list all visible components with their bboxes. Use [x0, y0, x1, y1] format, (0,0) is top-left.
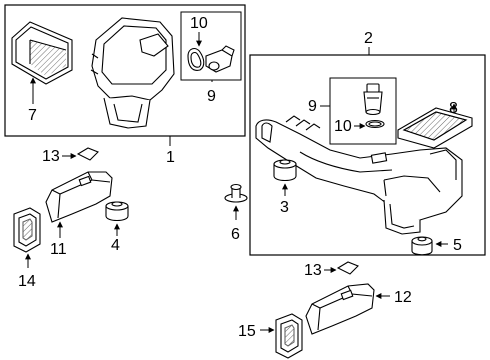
callout-12: 12: [394, 289, 412, 306]
part-10-seal-ring-lower: [365, 119, 385, 129]
callout-4: 4: [111, 237, 120, 254]
callout-10-lower: 10: [334, 118, 352, 135]
part-1-air-box-housing: [90, 17, 175, 129]
callout-15: 15: [238, 323, 256, 340]
assembly-box-1: [4, 4, 246, 137]
callout-9-lower: 9: [308, 98, 317, 115]
callout-1: 1: [166, 149, 175, 166]
callout-13-lower: 13: [304, 262, 322, 279]
part-9-sensor-lower: [363, 83, 383, 116]
callout-9-upper: 9: [207, 88, 216, 105]
part-12-air-duct: [305, 283, 375, 335]
sub-box-9-10-upper: [180, 11, 242, 81]
part-13-pad-lower: [336, 261, 359, 275]
part-7-air-filter: [11, 21, 73, 85]
assembly-box-2: [249, 54, 486, 256]
callout-11: 11: [50, 241, 67, 258]
callout-6: 6: [231, 226, 240, 243]
callout-14: 14: [18, 273, 36, 290]
callout-3: 3: [280, 199, 289, 216]
callout-2: 2: [364, 30, 373, 47]
callout-13-upper: 13: [42, 148, 60, 165]
part-13-pad-upper: [76, 147, 99, 161]
part-9-sensor-upper: [205, 45, 235, 73]
part-5-grommet: [411, 236, 433, 256]
callout-7: 7: [28, 107, 37, 124]
part-8-panel-filter: [397, 107, 473, 149]
callout-5: 5: [453, 237, 462, 254]
sub-box-9-10-lower: [329, 77, 397, 145]
part-4-grommet: [105, 201, 129, 222]
part-11-air-duct: [45, 171, 113, 223]
part-6-clip: [224, 183, 248, 203]
part-14-seal-gasket: [13, 207, 41, 253]
part-3-grommet: [273, 159, 297, 182]
part-15-seal-gasket: [275, 313, 303, 359]
part-10-seal-ring-upper: [187, 47, 205, 71]
callout-10-upper: 10: [190, 15, 208, 32]
part-2-intake-duct: [255, 115, 463, 235]
